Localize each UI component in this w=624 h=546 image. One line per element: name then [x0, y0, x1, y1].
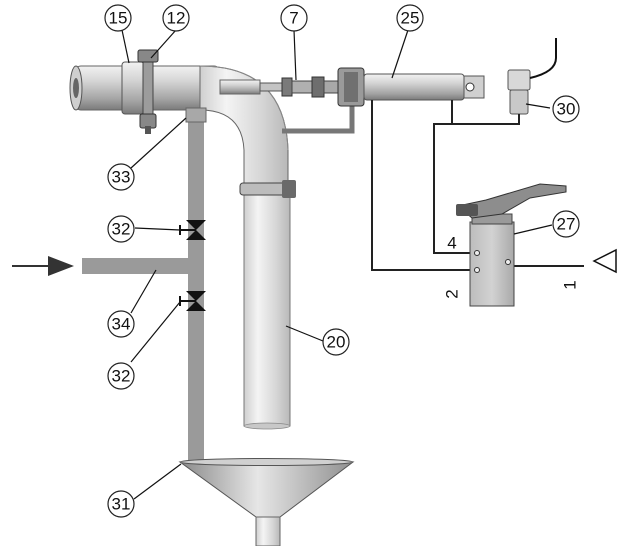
callout-33: 33: [107, 163, 135, 191]
callout-7: 7: [280, 4, 308, 32]
callout-25-text: 25: [401, 9, 420, 28]
callout-32-lower-text: 32: [112, 367, 131, 386]
callout-31: 31: [107, 490, 135, 518]
callout-33-text: 33: [112, 168, 131, 187]
port-label-4: 4: [447, 234, 456, 253]
elbow-pipe-assembly: [69, 49, 296, 198]
callout-32-upper-text: 32: [112, 220, 131, 239]
callout-32-lower: 32: [107, 362, 135, 390]
funnel-31: [178, 458, 355, 546]
callout-27: 27: [552, 210, 580, 238]
inlet-arrow: [12, 256, 74, 276]
port-label-1: 1: [561, 280, 580, 289]
callout-15-text: 15: [109, 9, 128, 28]
hand-valve-27: [456, 183, 567, 307]
callout-12-text: 12: [167, 9, 186, 28]
valve-32-lower: [179, 291, 206, 311]
mounting-bracket: [282, 96, 355, 134]
callout-30-text: 30: [557, 100, 576, 119]
callout-34: 34: [107, 310, 135, 338]
callout-15: 15: [104, 4, 132, 32]
leader-lines: [121, 29, 553, 500]
inlet-pipe-34: [82, 258, 204, 274]
callout-12: 12: [162, 4, 190, 32]
callout-31-text: 31: [112, 495, 131, 514]
callout-27-text: 27: [557, 215, 576, 234]
callout-20-text: 20: [327, 333, 346, 352]
nozzle-7: [219, 76, 341, 98]
callout-34-text: 34: [112, 315, 131, 334]
port-label-2: 2: [443, 289, 462, 298]
callout-25: 25: [396, 4, 424, 32]
callout-7-text: 7: [289, 9, 298, 28]
tube-20: [243, 191, 291, 430]
callout-20: 20: [322, 328, 350, 356]
callout-30: 30: [552, 95, 580, 123]
air-lines: [371, 100, 584, 271]
callout-32-upper: 32: [107, 215, 135, 243]
supply-symbol-triangle: [592, 248, 617, 274]
pneumatic-cylinder-25: [337, 67, 485, 107]
vertical-drain-pipe: [188, 118, 204, 463]
sensor-30: [507, 38, 557, 115]
